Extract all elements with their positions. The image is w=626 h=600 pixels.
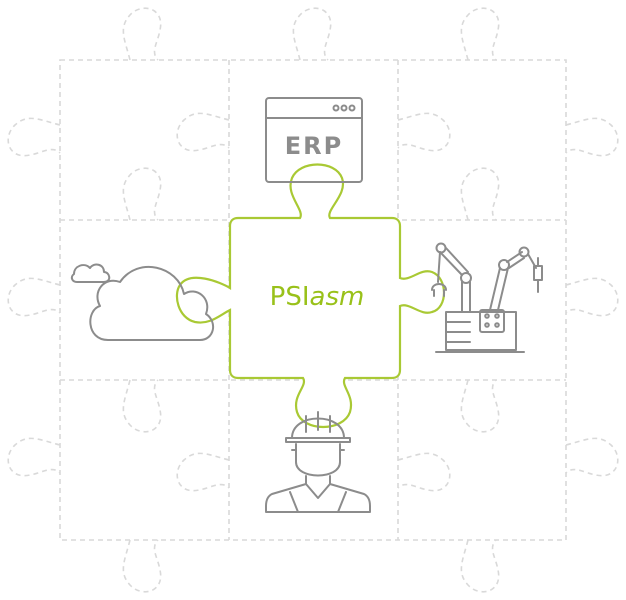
center-label: PSIasm <box>232 281 402 312</box>
cloud-icon <box>70 263 215 341</box>
erp-window-icon <box>265 97 363 183</box>
center-puzzle-piece <box>175 163 446 429</box>
erp-label: ERP <box>284 132 344 160</box>
worker-icon <box>265 411 371 513</box>
center-label-brand: PSI <box>269 282 310 312</box>
center-label-suffix: asm <box>309 282 365 312</box>
industrial-robot-icon <box>431 242 543 353</box>
